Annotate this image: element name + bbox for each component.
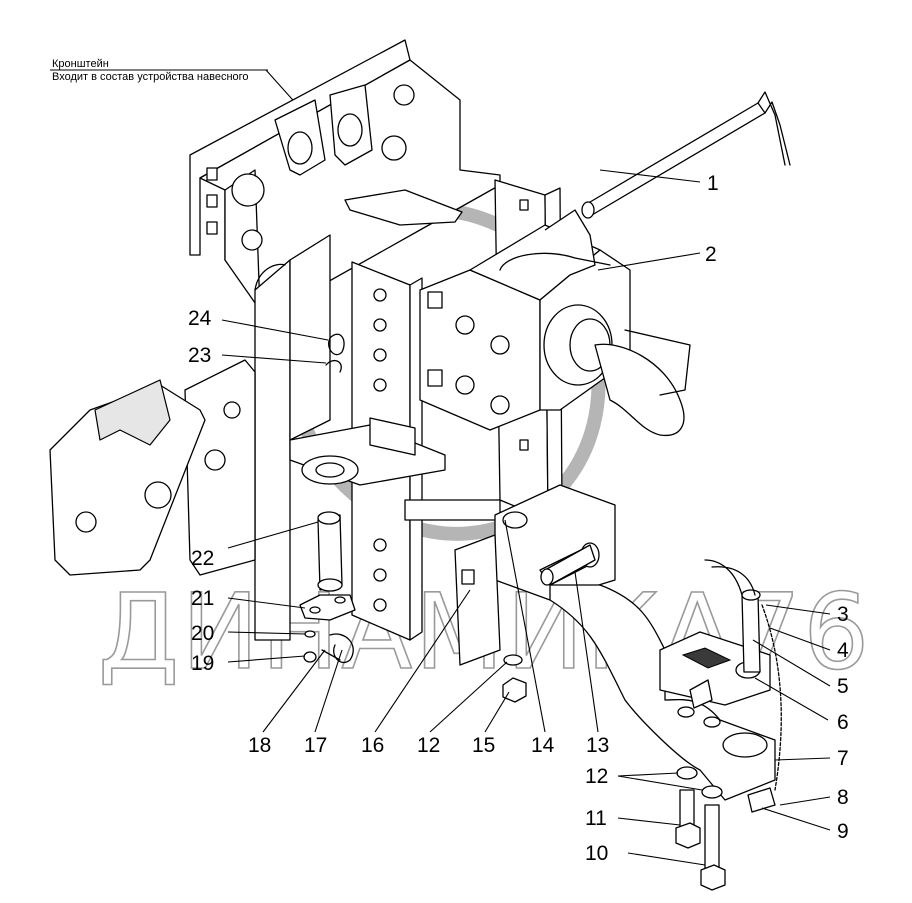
note-line-1: Кронштейн bbox=[52, 58, 109, 70]
callout-9: 9 bbox=[837, 820, 849, 843]
hitch-handle bbox=[581, 91, 791, 219]
callout-12-left: 12 bbox=[417, 734, 440, 757]
callout-16: 16 bbox=[361, 734, 384, 757]
towing-hitch bbox=[419, 209, 691, 437]
drawbar-pin bbox=[704, 559, 782, 813]
callout-8: 8 bbox=[837, 786, 849, 809]
callout-4: 4 bbox=[837, 639, 849, 662]
callout-21: 21 bbox=[191, 587, 214, 610]
king-pin bbox=[540, 544, 596, 586]
mid-plate bbox=[289, 417, 501, 521]
fasteners bbox=[502, 654, 726, 891]
callout-11: 11 bbox=[585, 807, 607, 830]
callout-19: 19 bbox=[191, 652, 214, 675]
callout-15: 15 bbox=[472, 734, 495, 757]
small-parts bbox=[254, 263, 356, 664]
callout-24: 24 bbox=[188, 307, 212, 330]
callout-2: 2 bbox=[705, 243, 717, 266]
callout-18: 18 bbox=[248, 734, 271, 757]
bracket-note: Кронштейн Входит в состав устройства нав… bbox=[50, 58, 301, 109]
note-line-2: Входит в состав устройства навесного bbox=[52, 71, 249, 83]
callout-labels: 1 2 3 4 5 6 7 8 9 10 11 12 12 13 14 15 1… bbox=[188, 172, 849, 865]
callout-22: 22 bbox=[191, 547, 214, 570]
callout-1: 1 bbox=[707, 172, 719, 195]
callout-20: 20 bbox=[191, 622, 214, 645]
bracket-frame bbox=[49, 39, 501, 641]
callout-6: 6 bbox=[837, 711, 849, 734]
drawbar bbox=[549, 584, 776, 801]
callout-5: 5 bbox=[837, 675, 849, 698]
callout-3: 3 bbox=[837, 603, 849, 626]
callout-13: 13 bbox=[586, 734, 609, 757]
callout-17: 17 bbox=[304, 734, 327, 757]
leader-lines bbox=[221, 169, 831, 866]
callout-14: 14 bbox=[531, 734, 555, 757]
callout-12-right: 12 bbox=[585, 765, 608, 788]
callout-10: 10 bbox=[585, 842, 608, 865]
callout-23: 23 bbox=[188, 344, 211, 367]
callout-7: 7 bbox=[837, 747, 849, 770]
